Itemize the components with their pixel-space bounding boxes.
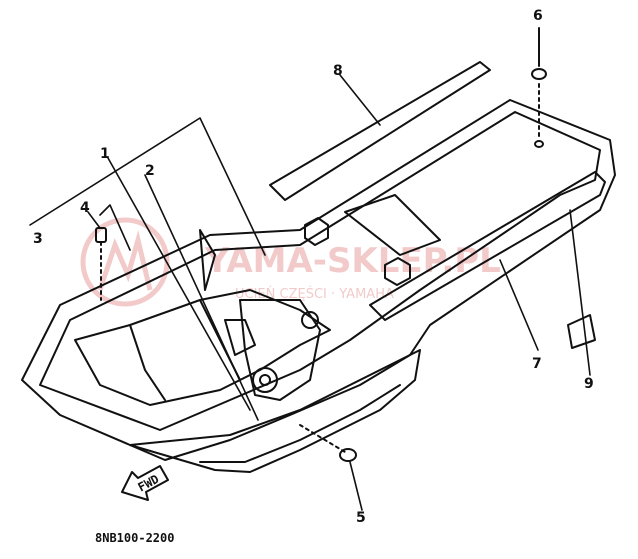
engine-mount [224, 299, 321, 401]
engine-bay [74, 289, 331, 406]
callout-9: 9 [584, 376, 594, 392]
callout-7: 7 [532, 356, 542, 372]
engine-bay-wall [129, 299, 241, 401]
frame-hump [199, 229, 216, 291]
callout-3: 3 [33, 231, 43, 247]
callout-2: 2 [145, 163, 155, 179]
watermark-subtext: UCIEŃ CZĘŚCI · YAMAHA [235, 286, 394, 302]
deck-bracket-mid [384, 257, 411, 286]
deck-bracket-rear [344, 194, 441, 256]
frame-skirt-inner [199, 384, 401, 463]
bolt-6 [531, 27, 547, 148]
decal-9 [567, 314, 596, 349]
callout-6: 6 [533, 8, 543, 24]
leader-lines [29, 74, 591, 511]
watermark: YAMA-SKLEP.PL UCIEŃ CZĘŚCI · YAMAHA [80, 217, 501, 307]
callout-8: 8 [333, 63, 343, 79]
bolt-4 [95, 227, 107, 301]
fwd-arrow-icon [121, 465, 169, 501]
watermark-text: YAMA-SKLEP.PL [204, 241, 501, 281]
callout-4: 4 [80, 200, 90, 216]
rail-strip-8 [269, 61, 491, 201]
foot-mat-7 [369, 171, 606, 321]
frame-body [21, 99, 616, 461]
fwd-label: FWD [136, 472, 162, 495]
callout-5: 5 [356, 510, 366, 526]
grommet-5 [339, 448, 357, 462]
deck-bracket-left [304, 217, 329, 246]
frame-skirt [129, 349, 421, 473]
callout-1: 1 [100, 146, 110, 162]
part-code: 8NB100-2200 [95, 531, 174, 545]
